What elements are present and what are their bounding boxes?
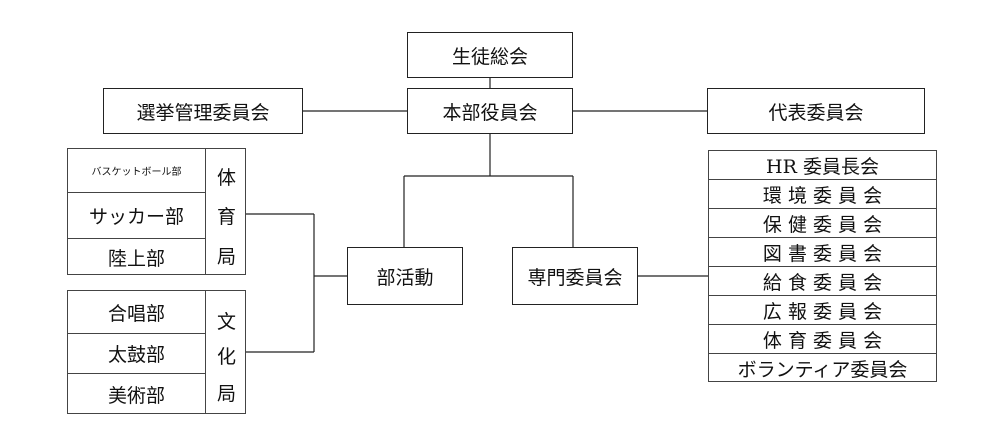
committee-item: 体 育 委 員 会	[709, 325, 936, 354]
election-committee-label: 選挙管理委員会	[136, 101, 270, 124]
representative-committee-label: 代表委員会	[768, 101, 864, 124]
club-chorus: 合唱部	[68, 291, 205, 334]
culture-bureau-divider	[205, 291, 206, 413]
committee-item: 保 健 委 員 会	[709, 209, 936, 238]
club-art: 美術部	[107, 385, 165, 407]
club-activities-box: 部活動	[347, 247, 463, 305]
sports-bureau-char-1: 体	[216, 167, 236, 189]
committee-item: ボランティア委員会	[737, 359, 908, 381]
club-track-field: 陸上部	[107, 248, 165, 270]
committee-item: 図 書 委 員 会	[709, 238, 936, 267]
committee-item: 広 報 委 員 会	[709, 296, 936, 325]
special-committees-label: 専門委員会	[527, 266, 623, 289]
sports-bureau-char-2: 育	[216, 206, 236, 228]
sports-bureau-divider	[205, 149, 206, 274]
culture-bureau-label: 文 化 局	[206, 291, 247, 413]
club-taiko: 太鼓部	[68, 334, 205, 374]
committee-item: 給 食 委 員 会	[709, 267, 936, 296]
representative-committee-box: 代表委員会	[707, 88, 925, 134]
club-basketball: バスケットボール部	[68, 149, 205, 193]
committee-item: 環 境 委 員 会	[709, 180, 936, 209]
general-assembly-label: 生徒総会	[451, 45, 528, 68]
club-soccer: サッカー部	[68, 193, 205, 239]
culture-bureau-char-3: 局	[216, 383, 236, 405]
culture-bureau-char-1: 文	[216, 311, 236, 333]
committees-list: HR 委員長会 環 境 委 員 会 保 健 委 員 会 図 書 委 員 会 給 …	[708, 150, 937, 382]
sports-bureau-char-3: 局	[216, 246, 236, 268]
executive-board-box: 本部役員会	[407, 88, 573, 134]
general-assembly-box: 生徒総会	[407, 32, 573, 78]
committee-item: HR 委員長会	[709, 151, 936, 180]
sports-bureau-label: 体 育 局	[206, 149, 247, 274]
executive-board-label: 本部役員会	[442, 101, 538, 124]
special-committees-box: 専門委員会	[512, 247, 638, 305]
club-activities-label: 部活動	[376, 266, 434, 289]
culture-bureau-group: 合唱部 太鼓部 美術部 文 化 局	[67, 290, 246, 414]
sports-bureau-group: バスケットボール部 サッカー部 陸上部 体 育 局	[67, 148, 246, 275]
election-committee-box: 選挙管理委員会	[103, 88, 303, 134]
culture-bureau-char-2: 化	[216, 346, 236, 368]
